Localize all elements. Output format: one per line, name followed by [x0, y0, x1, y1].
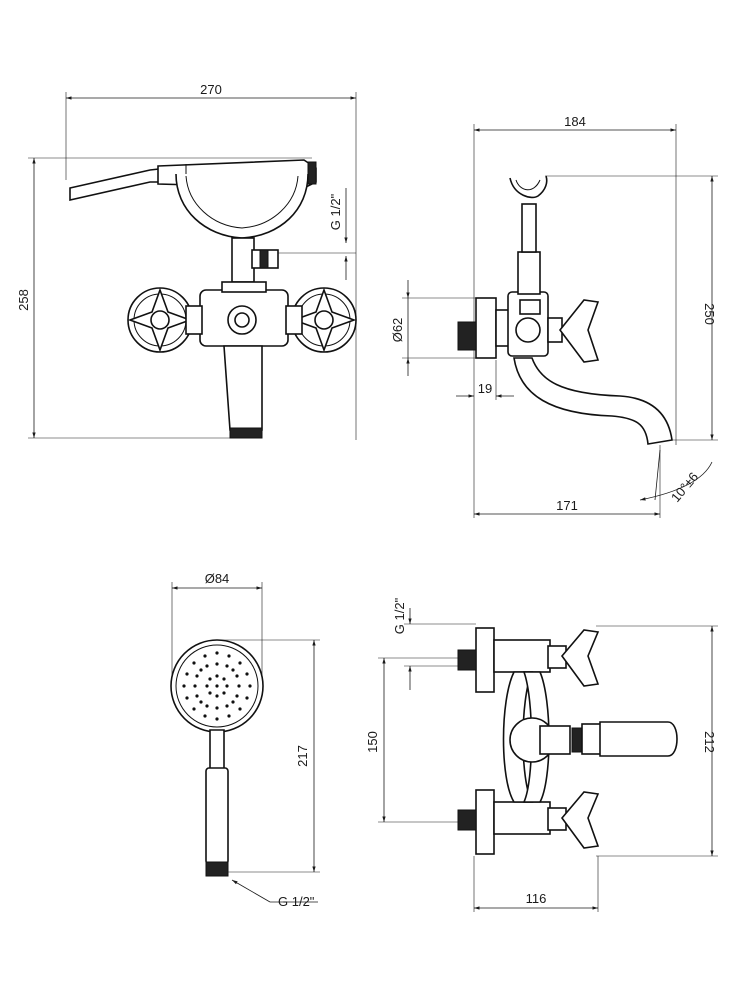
side-spout — [513, 357, 673, 445]
dimension-label-270: 270 — [200, 82, 222, 97]
top-view: G 1/2" 150 212 116 — [365, 597, 718, 912]
top-upper-valve — [493, 639, 551, 673]
dimension-label-212: 212 — [702, 731, 717, 753]
dimension-label-o84: Ø84 — [205, 571, 230, 586]
side-view: 184 250 Ø62 19 171 10°±6 — [390, 114, 718, 518]
spray-nozzles — [182, 651, 252, 721]
top-upper-flange — [475, 627, 495, 693]
dimension-label-171: 171 — [556, 498, 578, 513]
cradle-stem — [231, 237, 255, 283]
hand-shower-view: Ø84 217 G 1/2" — [170, 571, 320, 909]
dimension-label-184: 184 — [564, 114, 586, 129]
dimension-label-217: 217 — [295, 745, 310, 767]
dimension-label-116: 116 — [526, 891, 547, 906]
hand-shower-handle — [69, 167, 169, 201]
shower-neck — [209, 729, 225, 771]
dimension-label-250: 250 — [702, 303, 717, 325]
shower-grip — [205, 767, 229, 865]
top-lower-flange — [475, 789, 495, 855]
side-wall-flange — [475, 297, 497, 359]
top-lower-handle — [560, 791, 600, 849]
dimension-label-front-thread: G 1/2" — [328, 193, 343, 230]
side-cross-handle — [558, 299, 600, 363]
dimension-label-o62: Ø62 — [390, 318, 405, 343]
side-cradle — [509, 175, 548, 199]
front-view: 270 258 G 1/2" — [16, 82, 357, 440]
dimension-label-shower-thread: G 1/2" — [278, 894, 315, 909]
dimension-label-150: 150 — [365, 731, 380, 753]
dimension-label-258: 258 — [16, 289, 31, 311]
dimension-label-angle: 10°±6 — [668, 469, 701, 505]
top-upper-handle — [560, 629, 600, 687]
spout-front — [223, 345, 263, 431]
top-lower-valve — [493, 801, 551, 835]
dimension-label-top-thread: G 1/2" — [392, 597, 407, 634]
dimension-label-19: 19 — [478, 381, 492, 396]
top-spout — [599, 721, 678, 757]
